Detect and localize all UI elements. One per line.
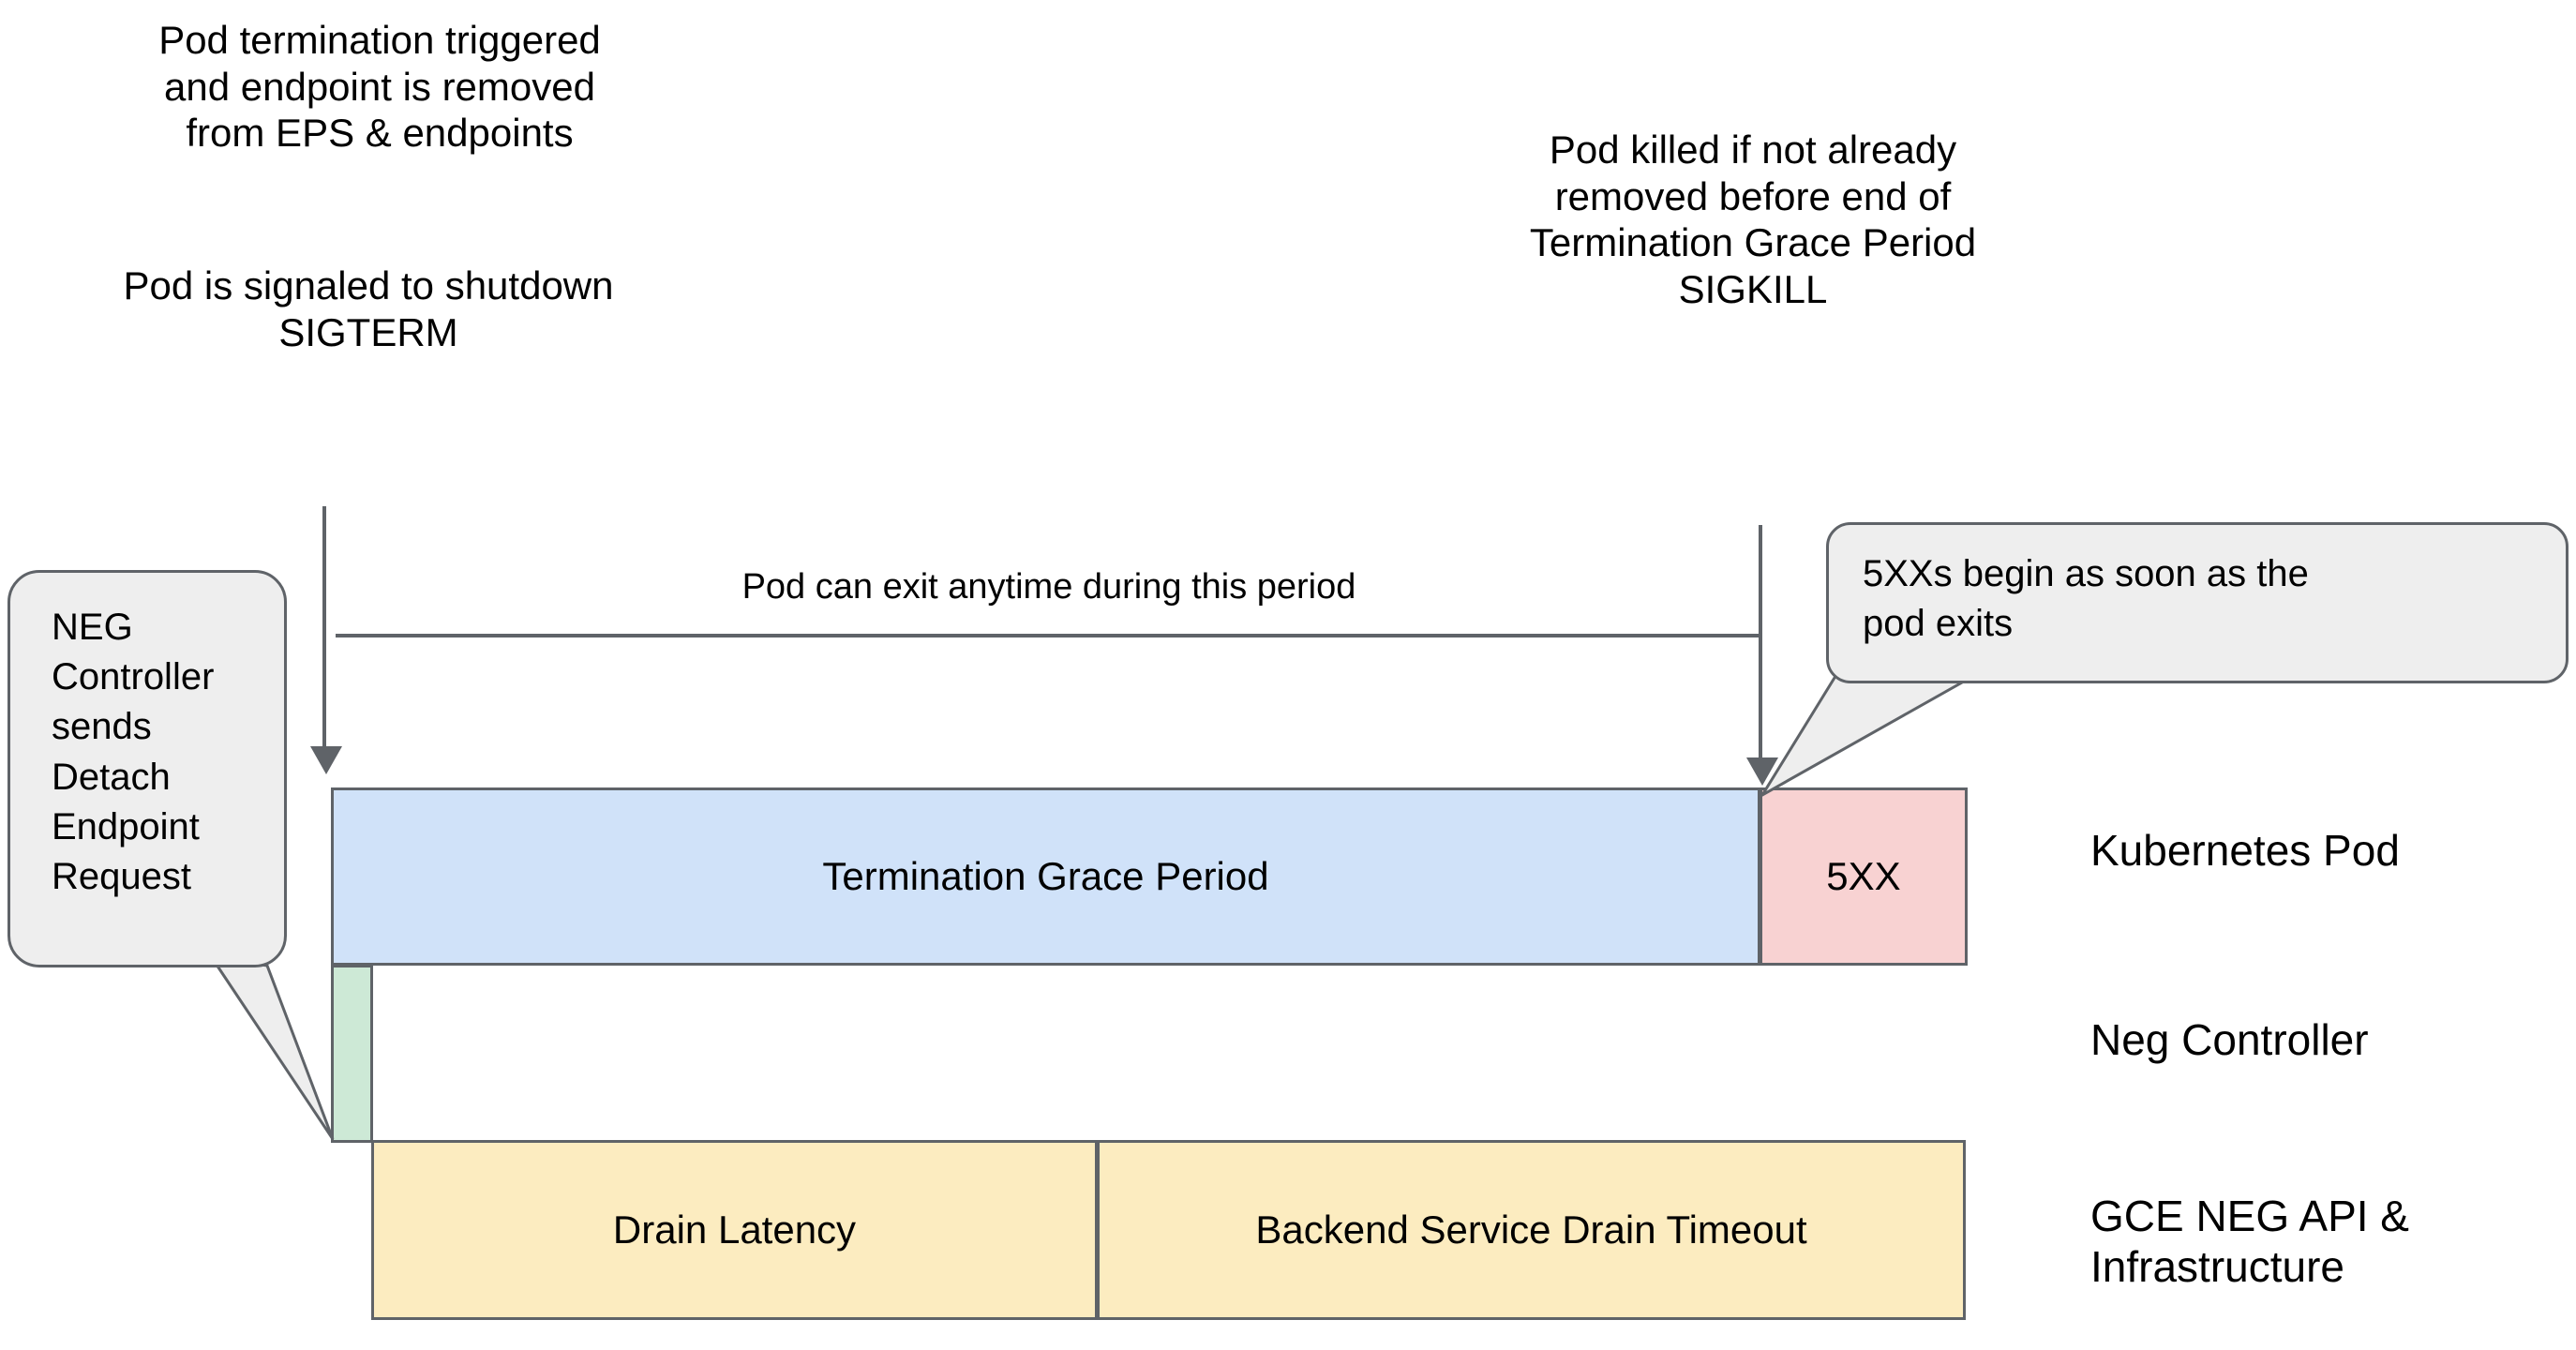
arrow-down-termination-start-head-icon [310,746,342,774]
lane-label-kubernetes-pod: Kubernetes Pod [2090,826,2400,875]
note-pod-signaled-sigterm: Pod is signaled to shutdown SIGTERM [123,263,614,354]
callout-5xx-begin[interactable]: 5XXs begin as soon as the pod exits [1826,522,2569,683]
timeline-period-label: Pod can exit anytime during this period [741,567,1356,607]
note-pod-termination-triggered: Pod termination triggered and endpoint i… [158,18,601,156]
box-backend-service-drain-timeout[interactable]: Backend Service Drain Timeout [1097,1140,1966,1320]
box-neg-detach-request[interactable] [331,965,373,1143]
note-pod-killed-sigkill: Pod killed if not already removed before… [1529,128,1977,311]
arrow-down-termination-start-line [322,506,326,748]
callout-tail-neg-controller-icon [207,953,335,1140]
box-drain-latency[interactable]: Drain Latency [371,1140,1098,1320]
timeline-period-rule [336,634,1762,638]
lane-label-gce-neg-api: GCE NEG API & Infrastructure [2090,1192,2409,1292]
lane-label-neg-controller: Neg Controller [2090,1015,2369,1064]
box-5xx[interactable]: 5XX [1760,788,1968,966]
arrow-down-sigkill-line [1759,525,1762,759]
box-termination-grace-period[interactable]: Termination Grace Period [331,788,1760,966]
callout-neg-controller[interactable]: NEG Controller sends Detach Endpoint Req… [7,570,287,968]
